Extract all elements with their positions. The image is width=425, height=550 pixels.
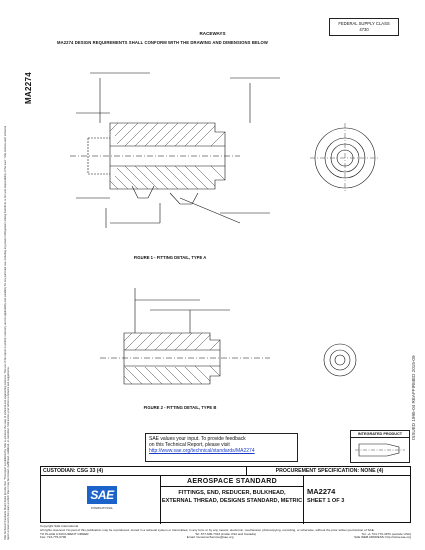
footer-tel: Tel: 877-606-7323 (inside USA and Canada…: [195, 531, 256, 536]
footer-orders: TO PLACE A DOCUMENT ORDER:: [40, 531, 90, 536]
title-block-top-row: CUSTODIAN: CSG 33 (4) PROCUREMENT SPECIF…: [41, 467, 410, 476]
title-block: CUSTODIAN: CSG 33 (4) PROCUREMENT SPECIF…: [40, 466, 412, 524]
sheet-number: SHEET 1 OF 3: [307, 498, 345, 504]
sae-logo-subtitle: INTERNATIONAL: [90, 506, 114, 510]
fitting-end-view-2: [323, 343, 357, 377]
standard-description: FITTINGS, END, REDUCER, BULKHEAD, EXTERN…: [161, 489, 303, 505]
feedback-link[interactable]: http://www.sae.org/technical/standards/M…: [149, 448, 255, 454]
sae-logo: SAE: [87, 486, 117, 504]
figure-1-caption: FIGURE 1 - FITTING DETAIL, TYPE A: [133, 255, 207, 260]
fitting-section-drawing-2: [100, 288, 270, 385]
document-code: MA2274: [307, 487, 336, 496]
feedback-box: SAE values your input. To provide feedba…: [145, 433, 298, 462]
footer: Copyright SAE International All rights r…: [40, 524, 411, 540]
fitting-section-drawing-1: [70, 72, 280, 228]
issue-dates-vertical: ISSUED 1995-04 REAFFIRMED 2015-09: [411, 355, 416, 440]
inset-drawing: [355, 443, 405, 457]
legal-notes-vertical: SAE Technical Standards Board Rules prov…: [4, 125, 10, 540]
procurement-spec: PROCUREMENT SPECIFICATION: NONE (4): [246, 467, 412, 476]
supply-class-box: FEDERAL SUPPLY CLASS 4730: [329, 18, 399, 36]
document-code-vertical: MA2274: [24, 72, 33, 105]
figure-2-caption: FIGURE 2 - FITTING DETAIL, TYPE B: [143, 405, 217, 410]
footer-tel-2: Tel: +1 724-776-4970 (outside USA): [361, 531, 411, 536]
footer-web[interactable]: SAE WEB ADDRESS: http://www.sae.org: [354, 535, 411, 540]
code-cell: MA2274 SHEET 1 OF 3: [303, 476, 412, 524]
supply-class-number: 4730: [359, 27, 369, 32]
technical-drawings: [70, 72, 380, 385]
footer-copyright: Copyright SAE International: [40, 524, 79, 528]
footer-fax: Fax: 724-776-0790: [40, 535, 67, 540]
inset-header: INTEGRATED PRODUCT: [351, 431, 409, 438]
standard-type: AEROSPACE STANDARD: [161, 476, 303, 487]
footer-contact-row: TO PLACE A DOCUMENT ORDER: Tel: 877-606-…: [40, 531, 411, 537]
inset-box: INTEGRATED PRODUCT: [350, 430, 410, 463]
drawing-title: RACEWAYS: [199, 31, 226, 36]
footer-rights: All rights reserved. No part of this pub…: [40, 527, 375, 532]
description-line-2: EXTERNAL THREAD, DESIGNS STANDARD, METRI…: [161, 498, 303, 504]
footer-contact-row-2: Fax: 724-776-0790 Email: CustomerService…: [40, 536, 411, 540]
fitting-end-view: [310, 123, 380, 193]
supply-class-label: FEDERAL SUPPLY CLASS: [338, 21, 390, 26]
footer-email[interactable]: Email: CustomerService@sae.org: [186, 535, 234, 540]
feedback-line-2: on this Technical Report, please visit: [149, 442, 230, 448]
feedback-line-1: SAE values your input. To provide feedba…: [149, 436, 246, 442]
description-line-1: FITTINGS, END, REDUCER, BULKHEAD,: [178, 490, 286, 496]
custodian: CUSTODIAN: CSG 33 (4): [43, 468, 104, 474]
logo-cell: SAE INTERNATIONAL: [41, 476, 161, 524]
drawing-note: MA2274 DESIGN REQUIREMENTS SHALL CONFORM…: [57, 40, 268, 45]
